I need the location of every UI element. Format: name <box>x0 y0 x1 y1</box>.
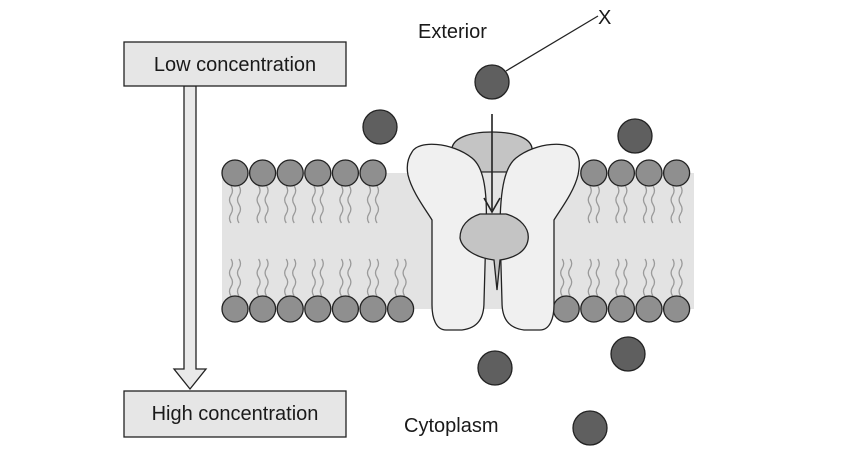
lipid-tail <box>615 185 620 224</box>
phospholipid-head <box>635 159 663 187</box>
lipid-tail <box>642 258 648 297</box>
lipid-tail <box>339 185 344 224</box>
phospholipid-head <box>662 295 691 323</box>
lipid-tail <box>284 258 289 297</box>
lipid-tail <box>228 185 234 224</box>
lipid-tail <box>228 258 234 297</box>
marker-x-label: X <box>598 7 611 29</box>
concentration-gradient-arrow <box>172 85 208 391</box>
solute-molecule <box>610 336 646 372</box>
solute-molecule <box>362 109 398 145</box>
lipid-tail <box>670 258 675 297</box>
lipid-tail <box>623 258 628 297</box>
phospholipid-head <box>221 159 249 187</box>
phospholipid-head <box>248 159 277 187</box>
channel-protein <box>406 114 580 331</box>
lipid-tail <box>366 258 372 297</box>
phospholipid-head <box>248 295 277 323</box>
lipid-tail <box>236 258 242 297</box>
phospholipid-head <box>359 159 387 187</box>
lipid-tail <box>587 185 592 224</box>
low-concentration-label: Low concentration <box>154 54 316 76</box>
phospholipid-head <box>276 159 304 187</box>
high-concentration-box: High concentration <box>123 390 347 438</box>
lipid-tail <box>264 258 269 297</box>
high-concentration-label: High concentration <box>152 403 319 425</box>
lipid-tail <box>339 258 344 297</box>
lipid-tail <box>256 258 261 297</box>
lipid-tail <box>670 185 675 224</box>
lipid-tail <box>264 185 269 224</box>
lipid-tail <box>347 258 352 297</box>
lipid-tail <box>623 185 628 224</box>
solute-molecule <box>617 118 653 154</box>
solute-molecules <box>362 64 653 446</box>
phospholipid-head <box>276 295 304 323</box>
lipid-tail <box>560 258 565 297</box>
lipid-tail <box>595 258 600 297</box>
lipid-tail <box>292 258 297 297</box>
lipid-tail <box>402 258 407 297</box>
lipid-tail <box>587 258 592 297</box>
lipid-tails <box>228 185 683 297</box>
lipid-tail <box>366 185 372 224</box>
lipid-tail <box>678 185 683 224</box>
lipid-tail <box>319 258 324 297</box>
phospholipid-heads <box>221 159 691 323</box>
lipid-tail <box>319 185 324 224</box>
solute-molecule <box>572 410 608 446</box>
phospholipid-head <box>635 295 663 323</box>
phospholipid-head <box>662 159 691 187</box>
phospholipid-head <box>607 159 636 187</box>
lipid-tail <box>595 185 600 224</box>
phospholipid-head <box>386 295 415 323</box>
phospholipid-head <box>304 159 332 187</box>
phospholipid-head <box>331 159 360 187</box>
phospholipid-head <box>552 295 580 323</box>
phospholipid-head <box>607 295 636 323</box>
lipid-tail <box>374 258 380 297</box>
lipid-tail <box>236 185 242 224</box>
phospholipid-head <box>304 295 332 323</box>
phospholipid-head <box>331 295 360 323</box>
lipid-tail <box>678 258 683 297</box>
lipid-tail <box>615 258 620 297</box>
low-concentration-box: Low concentration <box>123 41 347 87</box>
solute-molecule-x <box>474 64 510 100</box>
lipid-tail <box>311 258 316 297</box>
lipid-tail <box>650 185 656 224</box>
lipid-tail <box>311 185 316 224</box>
cytoplasm-label: Cytoplasm <box>404 415 498 437</box>
solute-molecule <box>477 350 513 386</box>
lipid-tail <box>394 258 399 297</box>
phospholipid-head <box>580 159 608 187</box>
lipid-tail <box>256 185 261 224</box>
phospholipid-head <box>580 295 608 323</box>
lipid-tail <box>284 185 289 224</box>
lipid-tail <box>374 185 380 224</box>
lipid-tail <box>642 185 648 224</box>
phospholipid-head <box>221 295 249 323</box>
marker-pointer-line <box>505 15 599 72</box>
lipid-tail <box>650 258 656 297</box>
phospholipid-head <box>359 295 387 323</box>
lipid-tail <box>347 185 352 224</box>
exterior-label: Exterior <box>418 21 487 43</box>
lipid-tail <box>292 185 297 224</box>
lipid-tail <box>568 258 573 297</box>
